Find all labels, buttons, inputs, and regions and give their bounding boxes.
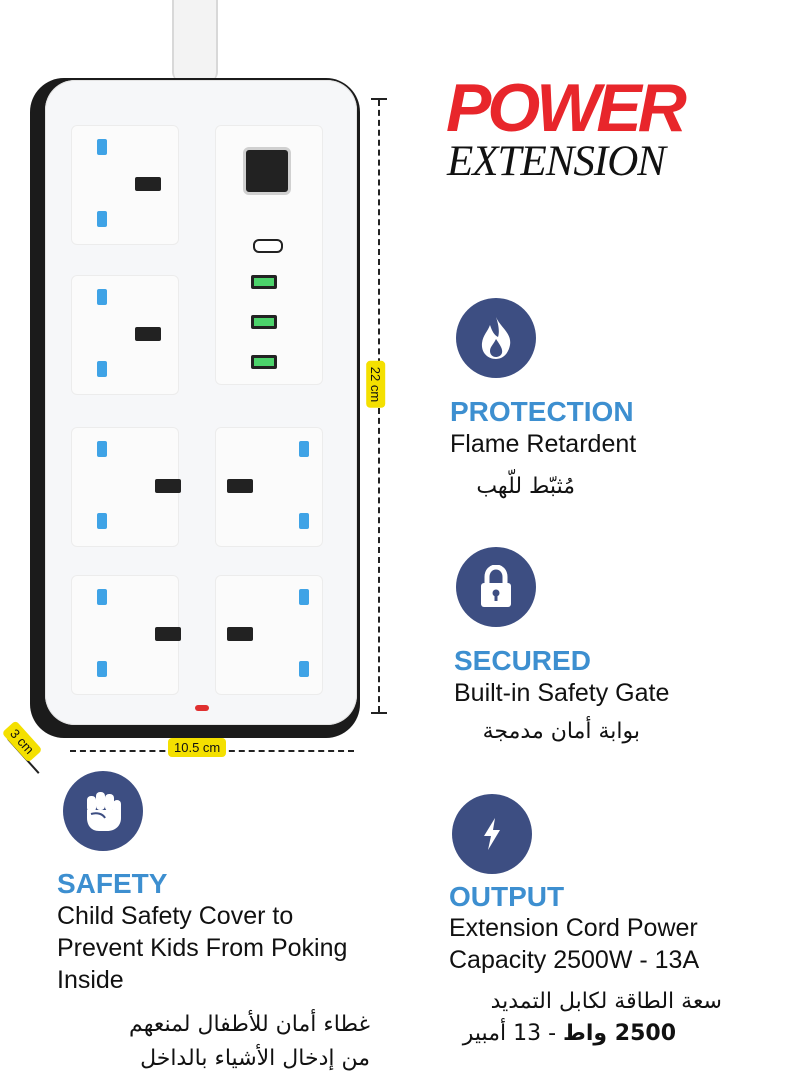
socket xyxy=(71,427,181,547)
fist-icon xyxy=(63,771,143,851)
lock-icon xyxy=(456,547,536,627)
usb-a-port xyxy=(251,275,277,289)
safety-arabic-line2: من إدخال الأشياء بالداخل xyxy=(140,1046,370,1071)
power-switch xyxy=(243,147,291,195)
output-arabic-bold: 2500 واط xyxy=(563,1021,676,1046)
safety-text-line1: Child Safety Cover to xyxy=(57,902,294,930)
usb-a-port xyxy=(251,315,277,329)
depth-label: 3 cm xyxy=(1,720,43,763)
secured-text: Built-in Safety Gate xyxy=(454,679,670,707)
safety-text-line2: Prevent Kids From Poking xyxy=(57,934,348,962)
safety-text-line3: Inside xyxy=(57,966,124,994)
protection-text: Flame Retardent xyxy=(450,430,637,458)
safety-heading: SAFETY xyxy=(57,868,168,899)
socket xyxy=(71,125,179,245)
secured-heading: SECURED xyxy=(454,645,591,676)
secured-arabic: بوابة أمان مدمجة xyxy=(482,719,640,744)
protection-heading: PROTECTION xyxy=(450,396,634,427)
title-power: POWER xyxy=(446,70,687,146)
protection-arabic: مُثبّط للّهب xyxy=(476,474,575,499)
usb-a-port xyxy=(251,355,277,369)
control-panel xyxy=(215,125,323,385)
output-text-line2: Capacity 2500W - 13A xyxy=(449,946,700,974)
safety-arabic-line1: غطاء أمان للأطفال لمنعهم xyxy=(129,1012,370,1037)
socket xyxy=(215,575,323,695)
output-arabic-line2: 2500 واط - 13 أمبير xyxy=(400,1017,676,1051)
socket xyxy=(71,575,181,695)
title-extension: EXTENSION xyxy=(447,138,666,185)
output-arabic-rest: - 13 أمبير xyxy=(462,1021,564,1046)
indicator-led xyxy=(195,705,209,711)
width-label: 10.5 cm xyxy=(168,738,227,757)
power-cord xyxy=(172,0,218,82)
flame-icon xyxy=(456,298,536,378)
height-label: 22 cm xyxy=(366,360,386,409)
bolt-icon xyxy=(452,794,532,874)
output-text-line1: Extension Cord Power xyxy=(449,914,698,942)
usb-c-port xyxy=(253,239,283,253)
socket xyxy=(71,275,179,395)
power-strip-face xyxy=(45,80,357,725)
socket xyxy=(215,427,323,547)
output-arabic-line1: سعة الطاقة لكابل التمديد xyxy=(490,989,722,1014)
output-heading: OUTPUT xyxy=(449,881,565,912)
